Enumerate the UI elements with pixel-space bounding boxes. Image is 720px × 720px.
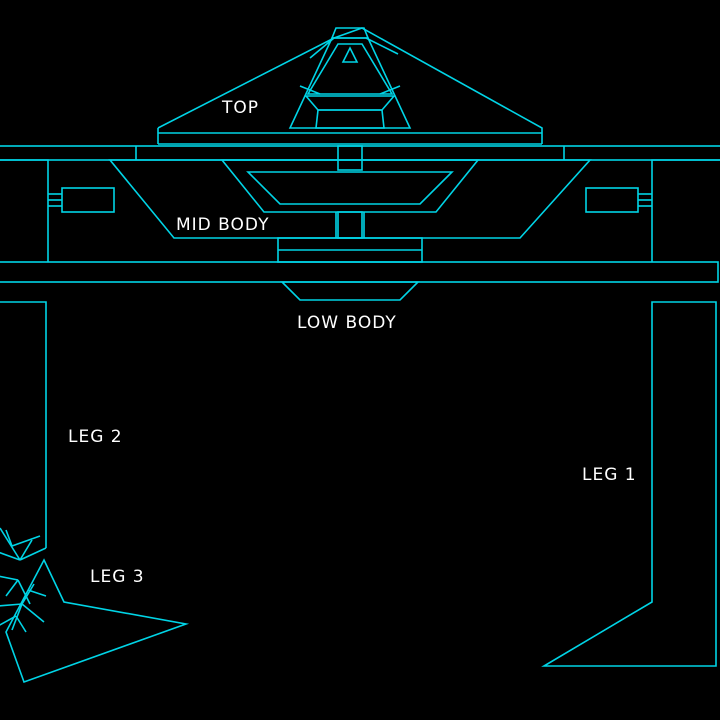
part-leg-3 <box>0 527 190 684</box>
top-turret-inner <box>306 43 394 95</box>
mid-body-side-left <box>0 159 49 262</box>
part-leg-1 <box>541 301 717 667</box>
part-top <box>157 27 543 145</box>
top-turret-outer <box>288 37 412 129</box>
top-tip-triangle <box>341 46 359 63</box>
top-flare-left <box>299 85 321 95</box>
part-leg-2 <box>0 301 47 548</box>
label-leg-3: LEG 3 <box>90 567 145 587</box>
leg-3-spark-burst <box>0 527 47 633</box>
mid-body-center-post <box>337 145 363 171</box>
top-flare-right <box>379 85 401 95</box>
label-top: TOP <box>221 98 259 118</box>
leg-2-outline <box>0 301 47 548</box>
mid-body-trapezoid-inner <box>220 159 480 213</box>
label-leg-1: LEG 1 <box>582 465 637 485</box>
mid-body-trapezoid-core <box>246 171 454 205</box>
label-leg-2: LEG 2 <box>68 427 123 447</box>
low-body-keel <box>280 281 420 301</box>
mid-body-side-right <box>651 159 720 262</box>
leg-3-outline <box>5 558 190 684</box>
top-turret-lower <box>315 109 385 129</box>
label-low-body: LOW BODY <box>297 313 397 333</box>
label-mid-body: MID BODY <box>176 215 269 235</box>
part-low-body <box>280 281 420 301</box>
top-edge-left <box>309 37 335 59</box>
leg-1-outline <box>541 301 717 667</box>
top-edge-right <box>365 37 399 55</box>
